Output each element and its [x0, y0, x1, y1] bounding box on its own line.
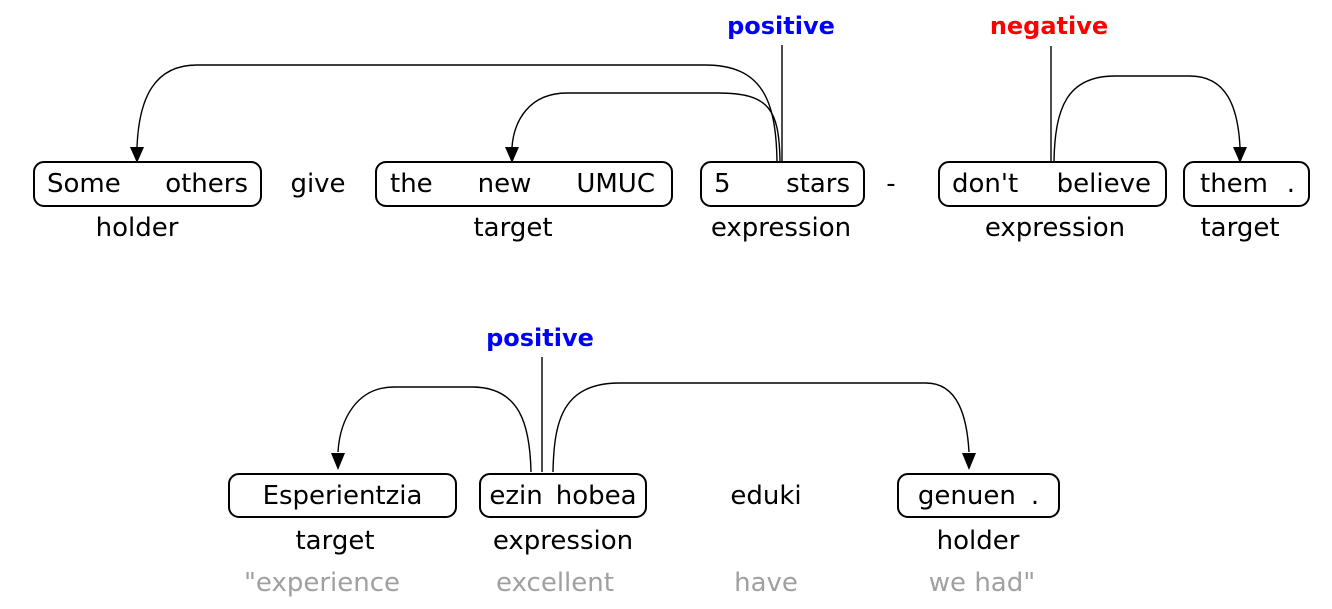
- token: stars: [786, 169, 850, 199]
- arrowhead-target2: [1233, 147, 1247, 163]
- span-box-holder1: Some others: [33, 161, 262, 207]
- span-box-target-s2: Esperientzia: [228, 473, 457, 518]
- gloss-have: have: [734, 568, 798, 598]
- span-box-expression-s2: ezin hobea: [479, 473, 647, 518]
- span-box-target1: the new UMUC: [375, 161, 673, 207]
- role-label-expression-s2: expression: [492, 526, 634, 556]
- role-label-holder-s2: holder: [936, 526, 1020, 556]
- role-label-target-s2: target: [295, 526, 375, 556]
- token: others: [165, 169, 248, 199]
- token: hobea: [555, 480, 637, 511]
- arrowhead-holder1: [130, 147, 144, 163]
- token: new: [477, 169, 532, 199]
- role-label-expression2: expression: [984, 213, 1126, 243]
- token: .: [1286, 169, 1295, 199]
- arrowhead-holder-s2: [962, 453, 976, 470]
- token-dash: -: [886, 169, 896, 199]
- gloss-we-had: we had": [928, 568, 1036, 598]
- token: don't: [952, 169, 1019, 199]
- gloss-excellent: excellent: [496, 568, 614, 598]
- role-label-expression1: expression: [710, 213, 852, 243]
- arrowhead-target1: [505, 147, 519, 163]
- polarity-label-negative-s1: negative: [989, 12, 1109, 40]
- token: 5: [714, 169, 731, 199]
- token: UMUC: [576, 169, 655, 199]
- span-box-target2: them .: [1183, 161, 1310, 207]
- arc-expression-to-target-s2: [337, 386, 532, 473]
- gloss-experience: "experience: [243, 568, 401, 598]
- polarity-label-positive-s1: positive: [727, 12, 835, 40]
- token-give: give: [290, 169, 346, 199]
- token: ezin: [489, 480, 543, 511]
- token: believe: [1056, 169, 1151, 199]
- token-eduki: eduki: [730, 480, 802, 511]
- token: the: [390, 169, 433, 199]
- arc-expression2-to-target2: [1053, 75, 1241, 162]
- token: Esperientzia: [262, 480, 423, 511]
- polarity-label-positive-s2: positive: [486, 324, 594, 352]
- role-label-target1: target: [473, 213, 553, 243]
- token: .: [1030, 480, 1040, 511]
- arc-expression-to-holder-s2: [552, 382, 970, 473]
- role-label-target2: target: [1200, 213, 1280, 243]
- span-box-expression1: 5 stars: [700, 161, 865, 207]
- token: Some: [47, 169, 121, 199]
- role-label-holder1: holder: [95, 213, 179, 243]
- arrowhead-target-s2: [331, 453, 345, 470]
- arc-expression1-to-holder1: [136, 64, 778, 162]
- span-box-expression2: don't believe: [938, 161, 1167, 207]
- arc-expression1-to-target1: [511, 92, 781, 162]
- token: genuen: [917, 480, 1016, 511]
- span-box-holder-s2: genuen .: [897, 473, 1060, 518]
- token: them: [1200, 169, 1268, 199]
